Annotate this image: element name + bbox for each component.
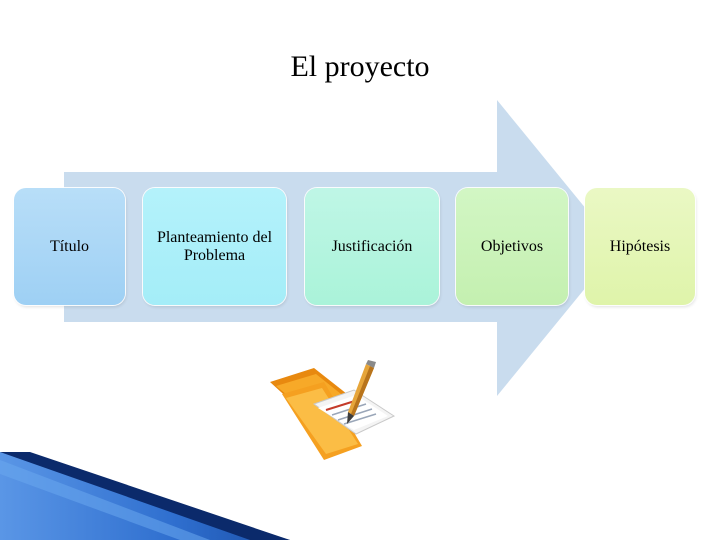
step-label-planteamiento: Planteamiento del Problema [156,228,273,264]
corner-decoration [0,452,290,540]
step-box-titulo: Título [14,188,125,305]
step-label-objetivos: Objetivos [480,237,544,255]
folder-pencil-icon [270,360,396,460]
page-title: El proyecto [290,50,430,83]
step-label-titulo: Título [49,237,90,255]
step-label-justificacion: Justificación [331,237,413,255]
step-box-hipotesis: Hipótesis [585,188,695,305]
step-label-hipotesis: Hipótesis [609,237,671,255]
step-box-objetivos: Objetivos [456,188,568,305]
step-box-planteamiento: Planteamiento del Problema [143,188,286,305]
step-box-justificacion: Justificación [305,188,439,305]
